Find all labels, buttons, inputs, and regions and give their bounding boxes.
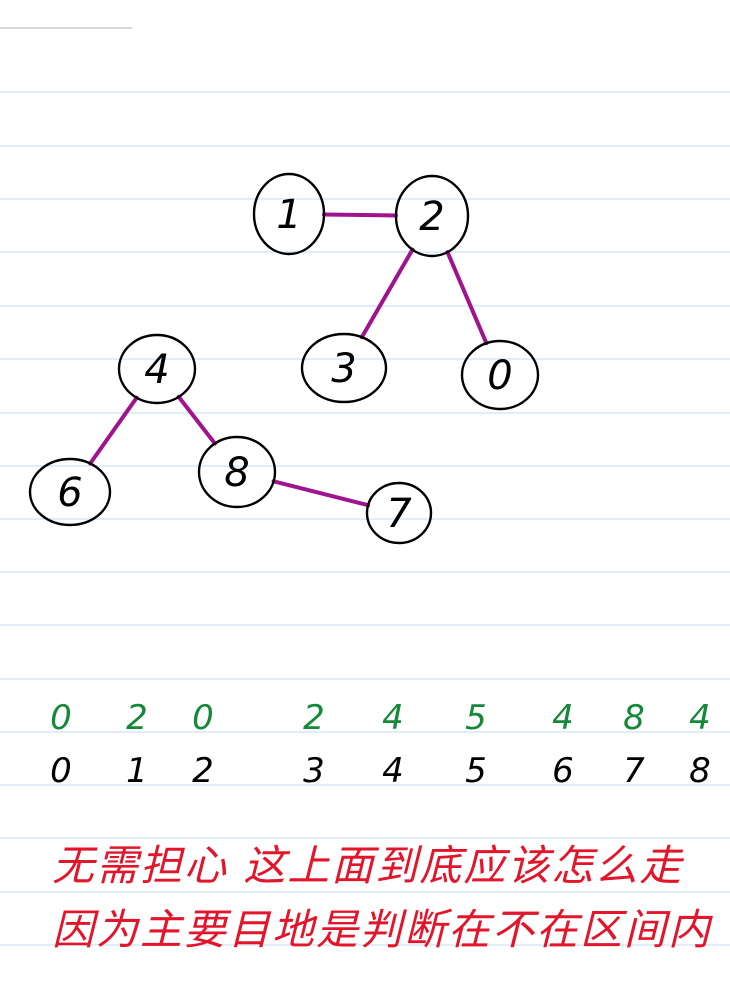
edge-2-0 xyxy=(445,250,489,346)
node-label: 2 xyxy=(419,194,444,240)
parent-value: 4 xyxy=(689,698,711,738)
node-circle xyxy=(394,174,470,258)
parent-value: 0 xyxy=(50,698,72,738)
node-label: 0 xyxy=(487,353,512,399)
edge-2-3 xyxy=(359,247,415,340)
array-index: 7 xyxy=(623,751,645,791)
array-index: 8 xyxy=(689,751,711,791)
node-0: 0 xyxy=(460,339,540,411)
node-label: 3 xyxy=(331,346,356,392)
edge-4-8 xyxy=(176,394,217,446)
array-index: 4 xyxy=(382,751,404,791)
node-label: 7 xyxy=(386,491,412,537)
array-index: 1 xyxy=(126,751,148,791)
array-index: 0 xyxy=(50,751,72,791)
array-index: 3 xyxy=(303,751,325,791)
edge-4-6 xyxy=(88,395,139,466)
parent-value: 2 xyxy=(303,698,325,738)
parent-value: 2 xyxy=(126,698,148,738)
node-circle xyxy=(252,172,326,256)
parent-value: 0 xyxy=(192,698,214,738)
parent-value: 4 xyxy=(382,698,404,738)
node-6: 6 xyxy=(28,457,112,527)
array-index: 5 xyxy=(465,751,487,791)
parent-value: 8 xyxy=(623,698,645,738)
node-circle xyxy=(197,435,277,509)
node-circle xyxy=(365,481,433,545)
node-circle xyxy=(28,457,112,527)
edge-1-2 xyxy=(322,212,398,218)
node-8: 8 xyxy=(197,435,277,509)
note-line-1: 无需担心 这上面到底应该怎么走 xyxy=(52,841,684,890)
node-label: 8 xyxy=(224,450,249,496)
node-circle xyxy=(117,333,197,405)
parent-value: 4 xyxy=(552,698,574,738)
edge-8-7 xyxy=(271,479,371,508)
note-line-2: 因为主要目地是判断在不在区间内 xyxy=(52,905,713,954)
node-4: 4 xyxy=(117,333,197,405)
array-index: 2 xyxy=(192,751,214,791)
node-circle xyxy=(300,332,388,404)
node-3: 3 xyxy=(300,332,388,404)
node-1: 1 xyxy=(252,172,326,256)
node-label: 1 xyxy=(276,192,301,238)
node-label: 6 xyxy=(57,470,82,516)
array-index: 6 xyxy=(552,751,574,791)
node-label: 4 xyxy=(144,347,169,393)
node-2: 2 xyxy=(394,174,470,258)
parent-value: 5 xyxy=(465,698,487,738)
node-circle xyxy=(460,339,540,411)
node-7: 7 xyxy=(365,481,433,545)
